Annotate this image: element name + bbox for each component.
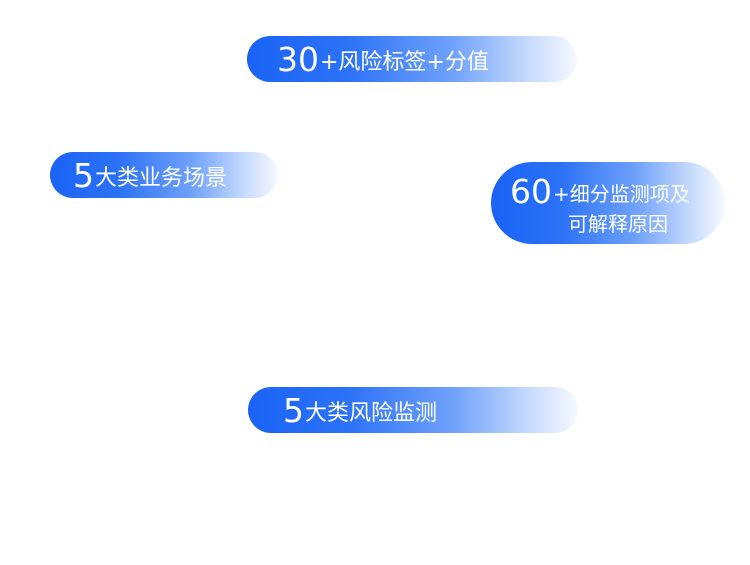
monitoring-items-label-continued: 可解释原因 bbox=[568, 211, 668, 236]
monitoring-items-label: +细分监测项及 bbox=[553, 181, 690, 206]
monitoring-items-first-line: 60 +细分监测项及 bbox=[510, 173, 690, 211]
business-scenarios-count: 5 bbox=[73, 155, 94, 195]
risk-tags-count: 30 bbox=[277, 39, 319, 79]
risk-monitoring-badge: 5 大类风险监测 bbox=[248, 387, 578, 433]
monitoring-items-badge: 60 +细分监测项及 可解释原因 bbox=[491, 162, 725, 244]
risk-monitoring-count: 5 bbox=[283, 390, 304, 430]
business-scenarios-badge: 5 大类业务场景 bbox=[50, 152, 278, 198]
monitoring-items-count: 60 bbox=[510, 172, 552, 211]
risk-monitoring-label: 大类风险监测 bbox=[305, 401, 438, 426]
risk-tags-badge: 30 +风险标签+分值 bbox=[247, 36, 577, 82]
business-scenarios-label: 大类业务场景 bbox=[95, 166, 228, 191]
risk-tags-label: +风险标签+分值 bbox=[320, 50, 489, 75]
